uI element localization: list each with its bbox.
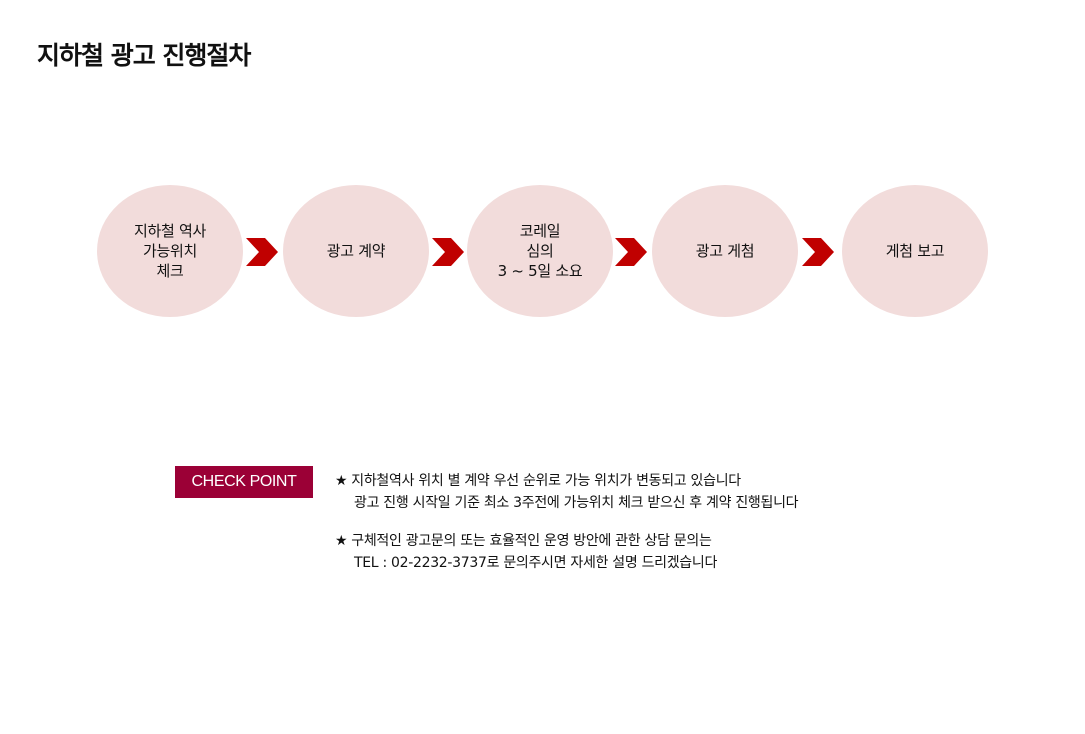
step-posting-report: 게첨 보고 <box>842 185 988 317</box>
step-ad-posting: 광고 게첨 <box>652 185 798 317</box>
step-label-line: 광고 계약 <box>326 242 386 260</box>
note-line: ★지하철역사 위치 별 계약 우선 순위로 가능 위치가 변동되고 있습니다 <box>335 470 798 492</box>
star-icon: ★ <box>335 473 348 489</box>
step-check-location: 지하철 역사 가능위치 체크 <box>97 185 243 317</box>
step-korail-review: 코레일 심의 3 ~ 5일 소요 <box>467 185 613 317</box>
step-label-line: 가능위치 <box>142 242 197 260</box>
check-point-badge: CHECK POINT <box>175 466 313 498</box>
chevron-right-icon <box>246 238 278 266</box>
note-item: ★구체적인 광고문의 또는 효율적인 운영 방안에 관한 상담 문의는 TEL … <box>335 530 798 574</box>
step-contract: 광고 계약 <box>283 185 429 317</box>
star-icon: ★ <box>335 533 348 549</box>
step-label-line: 심의 <box>526 242 554 260</box>
step-label: 지하철 역사 가능위치 체크 <box>134 221 206 281</box>
check-point-notes: ★지하철역사 위치 별 계약 우선 순위로 가능 위치가 변동되고 있습니다 광… <box>335 470 799 590</box>
step-label-line: 지하철 역사 <box>134 222 206 240</box>
note-text: 구체적인 광고문의 또는 효율적인 운영 방안에 관한 상담 문의는 <box>351 533 712 549</box>
note-text: 지하철역사 위치 별 계약 우선 순위로 가능 위치가 변동되고 있습니다 <box>351 473 741 489</box>
step-label: 게첨 보고 <box>885 241 945 261</box>
step-label-line: 3 ~ 5일 소요 <box>497 262 583 280</box>
step-label-line: 광고 게첨 <box>695 242 755 260</box>
note-line: 광고 진행 시작일 기준 최소 3주전에 가능위치 체크 받으신 후 계약 진행… <box>354 495 799 511</box>
step-label: 코레일 심의 3 ~ 5일 소요 <box>498 221 583 281</box>
chevron-right-icon <box>432 238 464 266</box>
step-label: 광고 계약 <box>326 241 386 261</box>
note-item: ★지하철역사 위치 별 계약 우선 순위로 가능 위치가 변동되고 있습니다 광… <box>335 470 799 514</box>
step-label: 광고 게첨 <box>695 241 755 261</box>
chevron-right-icon <box>802 238 834 266</box>
note-line: TEL : 02-2232-3737로 문의주시면 자세한 설명 드리겠습니다 <box>354 555 718 571</box>
page-title: 지하철 광고 진행절차 <box>37 41 251 70</box>
note-line: ★구체적인 광고문의 또는 효율적인 운영 방안에 관한 상담 문의는 <box>335 530 798 552</box>
step-label-line: 게첨 보고 <box>885 242 945 260</box>
chevron-right-icon <box>615 238 647 266</box>
step-label-line: 코레일 <box>519 222 561 240</box>
step-label-line: 체크 <box>156 262 184 280</box>
